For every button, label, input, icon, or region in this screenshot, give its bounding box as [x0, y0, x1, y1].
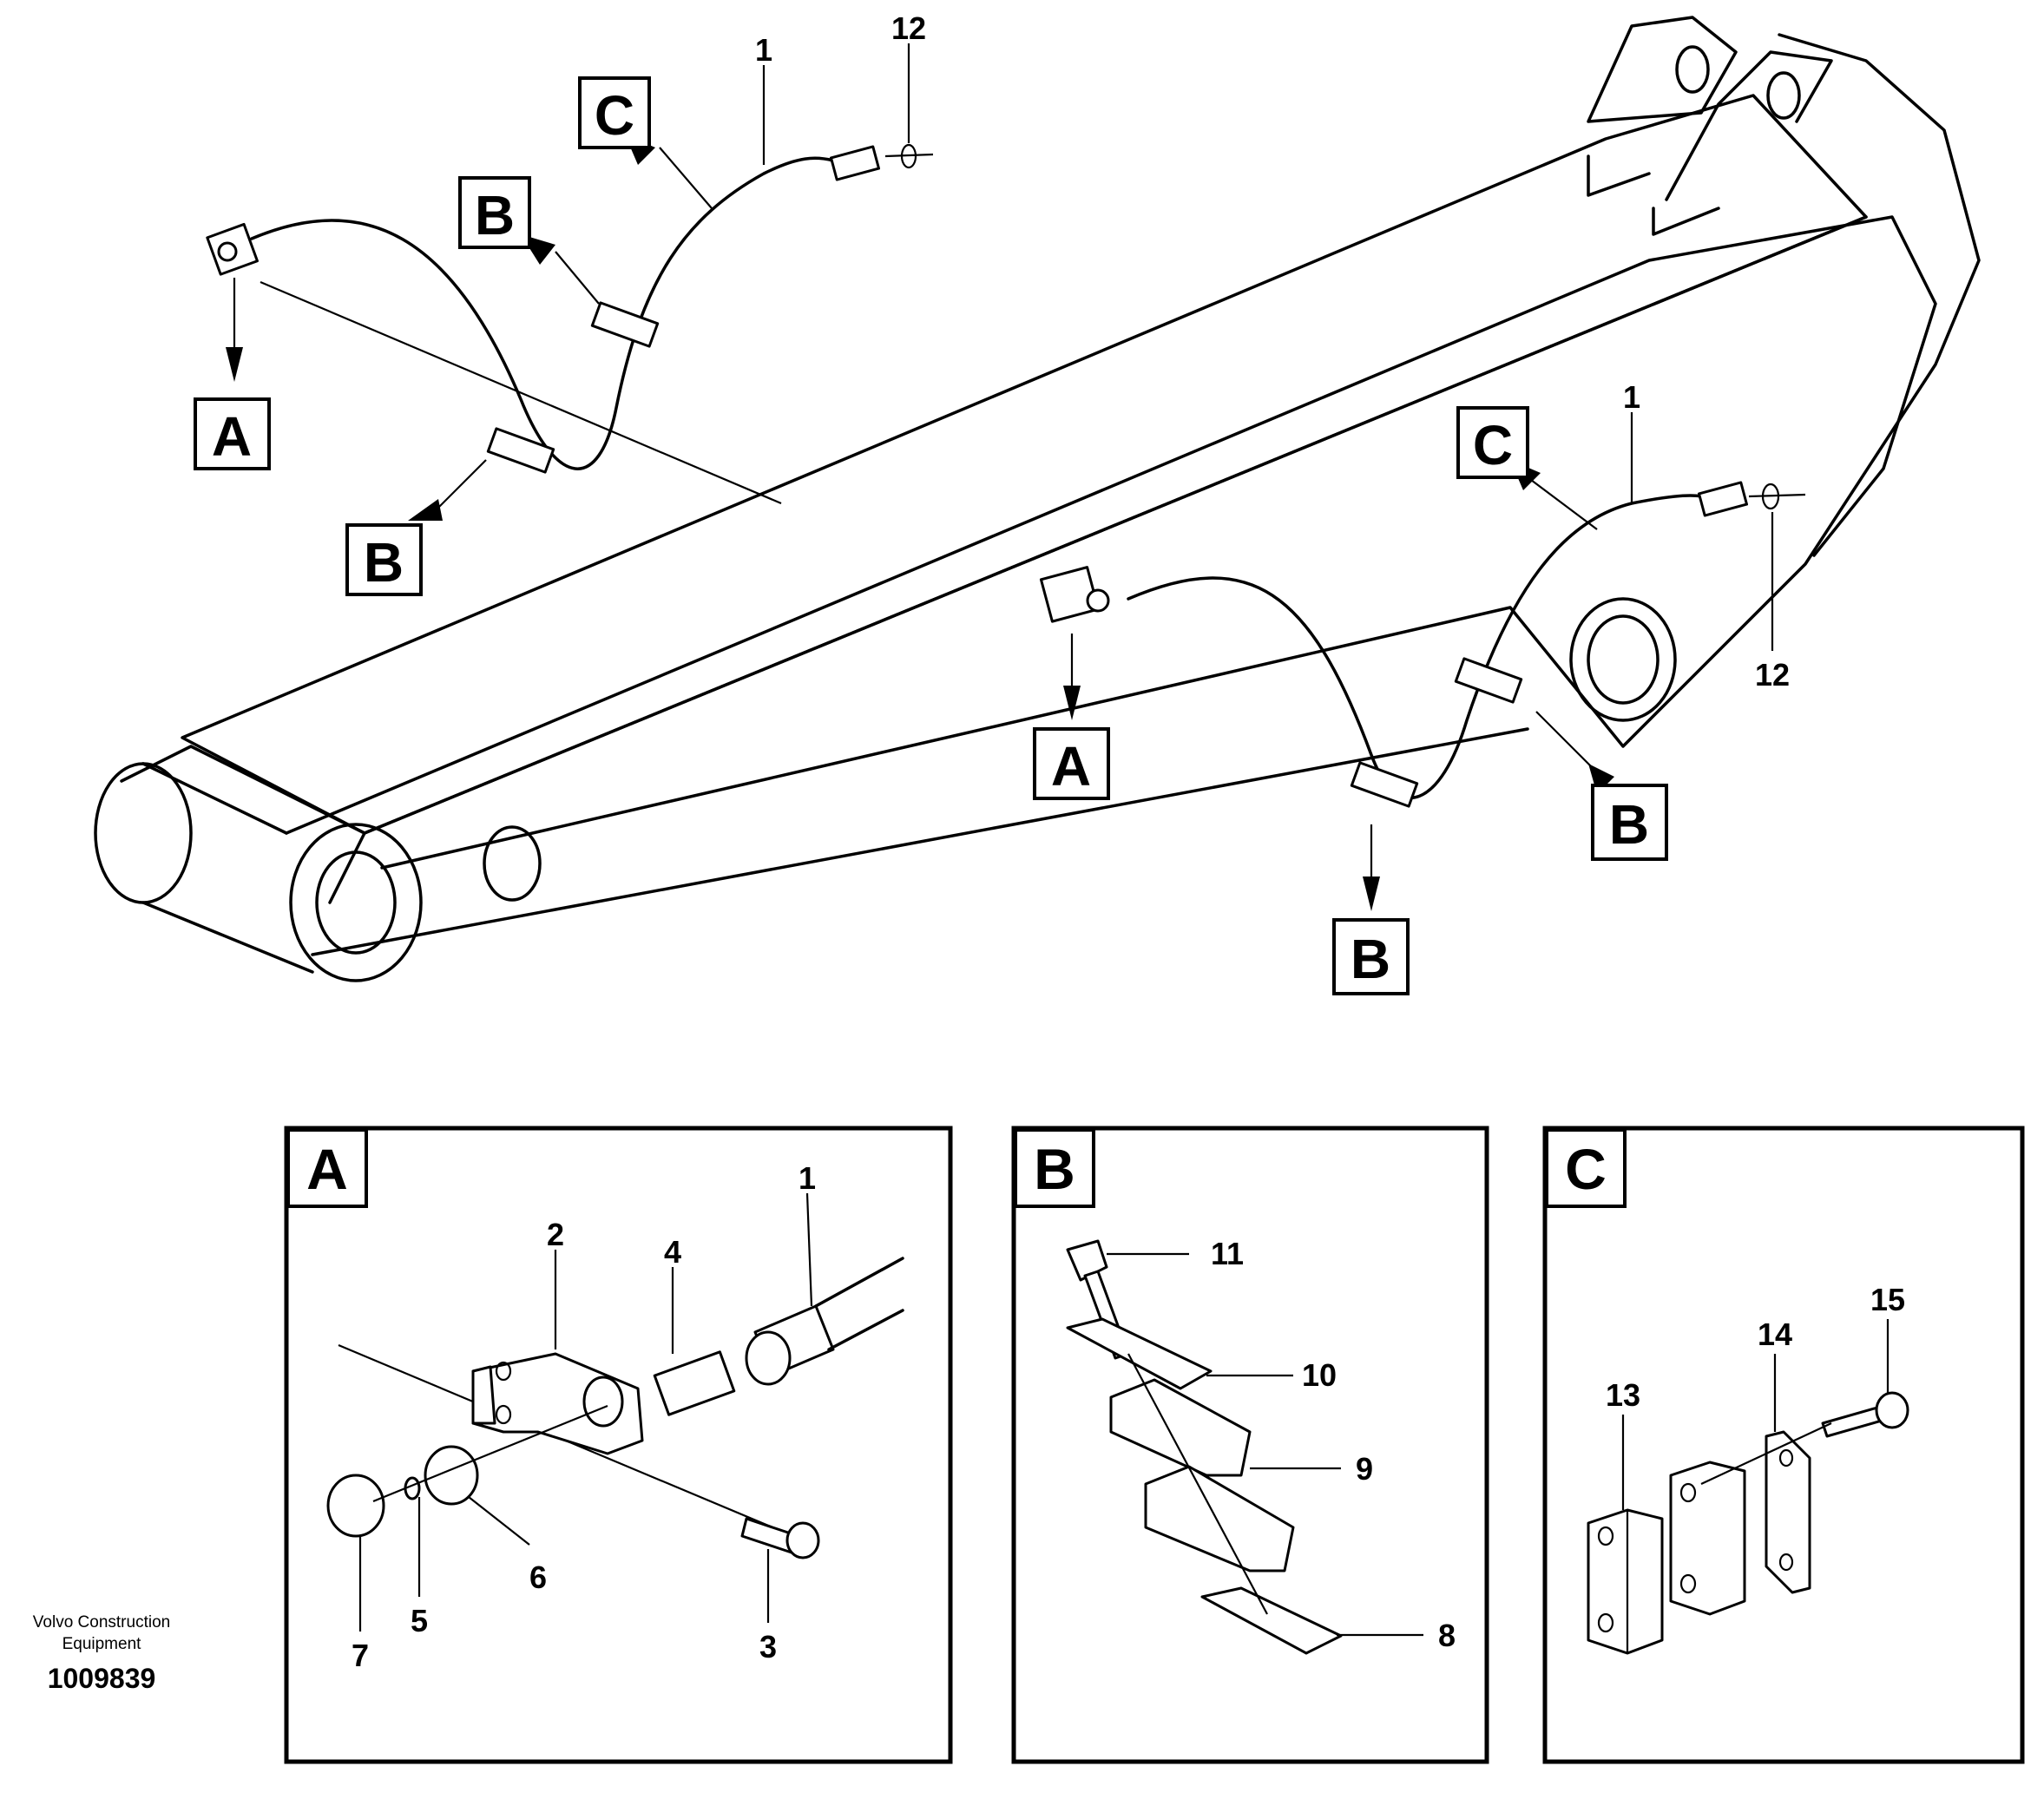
callout-c-right: C — [1456, 406, 1598, 530]
part-number-7: 7 — [352, 1638, 369, 1673]
part-number-8: 8 — [1438, 1618, 1456, 1653]
callout-b-left: B — [345, 459, 487, 596]
callout-letter: C — [595, 84, 634, 147]
callout-letter: A — [1051, 735, 1091, 798]
panel-label-b: B — [1034, 1137, 1075, 1201]
callout-letter: B — [475, 184, 515, 246]
panel-label-c: C — [1565, 1137, 1607, 1201]
callout-letter: B — [364, 531, 404, 594]
part-number-12: 12 — [1755, 657, 1790, 693]
part-number-12: 12 — [891, 10, 926, 46]
hose-left — [206, 143, 934, 505]
part-number-10: 10 — [1302, 1357, 1337, 1393]
part-number-4: 4 — [664, 1234, 681, 1270]
part-number-9: 9 — [1356, 1451, 1373, 1487]
part-number-15: 15 — [1870, 1282, 1905, 1317]
manufacturer-caption: Volvo Construction Equipment 1009839 — [33, 1613, 170, 1694]
callout-b-top: B — [458, 176, 600, 305]
detail-panel-a: A 2 4 1 5 6 7 3 — [284, 1126, 953, 1764]
callout-a-left: A — [194, 278, 271, 470]
panel-label-a: A — [306, 1137, 348, 1201]
callout-b-right: B — [1535, 711, 1668, 861]
caption-line1: Volvo Construction — [33, 1613, 170, 1632]
hose-right — [1039, 481, 1806, 808]
callout-letter: A — [212, 405, 252, 468]
boom-arm — [94, 16, 1981, 982]
callout-c-top: C — [578, 76, 713, 209]
part-number-1: 1 — [799, 1160, 816, 1196]
callout-letter: C — [1473, 414, 1513, 476]
part-number-5: 5 — [411, 1603, 428, 1638]
part-number-3: 3 — [759, 1629, 777, 1664]
part-number-2: 2 — [547, 1217, 564, 1252]
callout-letter: B — [1351, 928, 1390, 990]
part-number-14: 14 — [1758, 1316, 1792, 1352]
detail-panel-c: C 13 14 15 — [1542, 1126, 2025, 1764]
part-number-1: 1 — [755, 32, 772, 68]
part-number-6: 6 — [529, 1559, 547, 1595]
part-number-13: 13 — [1606, 1377, 1640, 1413]
callout-a-mid: A — [1033, 634, 1110, 800]
callout-letter: B — [1609, 793, 1649, 856]
callout-b-bottom: B — [1332, 824, 1410, 995]
diagram-id: 1009839 — [48, 1663, 156, 1694]
caption-line2: Equipment — [62, 1635, 142, 1653]
part-number-11: 11 — [1211, 1236, 1244, 1271]
detail-panel-b: B 11 10 9 8 — [1011, 1126, 1489, 1764]
part-number-1: 1 — [1623, 379, 1640, 415]
